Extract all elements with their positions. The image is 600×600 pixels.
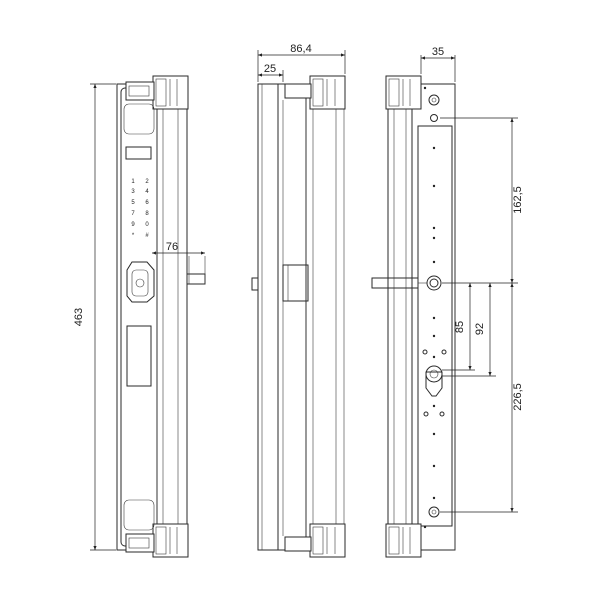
rear-screw-holes xyxy=(422,86,447,529)
front-top-bracket xyxy=(125,75,189,110)
key-star[interactable]: * xyxy=(132,233,135,239)
key-9[interactable]: 9 xyxy=(131,222,135,228)
front-view: 1 2 3 4 5 6 7 8 9 0 * # xyxy=(73,75,206,558)
svg-text:92: 92 xyxy=(474,323,486,335)
front-lock-body xyxy=(116,83,188,551)
front-upper-cap xyxy=(123,103,155,135)
front-lower-cap xyxy=(123,499,155,531)
dim-center-to-cylinder-92: 92 xyxy=(474,283,492,376)
key-8[interactable]: 8 xyxy=(145,211,149,217)
side-door-face xyxy=(257,83,279,551)
rear-handle-spindle xyxy=(371,275,442,291)
side-top-bracket xyxy=(284,75,346,110)
dim-handle-projection: 76 xyxy=(152,241,205,255)
side-bottom-bracket xyxy=(284,523,346,558)
svg-text:86,4: 86,4 xyxy=(290,43,311,55)
front-bottom-bracket xyxy=(125,523,189,558)
svg-text:25: 25 xyxy=(264,63,276,75)
side-view: 86,4 25 xyxy=(251,43,346,558)
rear-cylinder xyxy=(425,365,443,397)
svg-text:463: 463 xyxy=(73,308,85,326)
key-4[interactable]: 4 xyxy=(145,189,149,195)
svg-text:35: 35 xyxy=(432,46,444,58)
key-6[interactable]: 6 xyxy=(145,200,149,206)
rear-view: 35 162,5 85 92 226,5 xyxy=(371,46,524,558)
rear-handle-bar xyxy=(371,277,419,289)
key-2[interactable]: 2 xyxy=(145,179,149,185)
key-0[interactable]: 0 xyxy=(145,222,149,228)
rear-top-bracket xyxy=(385,75,422,110)
dim-total-height: 463 xyxy=(73,83,116,551)
rear-body xyxy=(387,83,413,551)
dim-side-depth: 86,4 xyxy=(257,43,346,82)
svg-text:76: 76 xyxy=(166,241,178,253)
key-1[interactable]: 1 xyxy=(131,179,135,185)
dim-center-to-cylinder-85: 85 xyxy=(454,283,472,370)
rear-bottom-bracket xyxy=(385,523,422,558)
key-5[interactable]: 5 xyxy=(131,200,135,206)
front-handle-bar xyxy=(186,256,206,285)
side-body xyxy=(277,83,307,551)
side-handle-box xyxy=(251,264,309,302)
front-display xyxy=(125,146,152,160)
svg-text:85: 85 xyxy=(454,321,466,333)
dim-top-to-center: 162,5 xyxy=(510,118,524,283)
key-3[interactable]: 3 xyxy=(131,189,135,195)
dim-center-to-bottom: 226,5 xyxy=(510,283,524,512)
dim-rear-width: 35 xyxy=(420,46,456,82)
key-hash[interactable]: # xyxy=(145,233,149,239)
fingerprint-reader[interactable] xyxy=(126,261,155,303)
dim-side-offset: 25 xyxy=(258,63,284,82)
rear-plate-inner xyxy=(417,125,453,527)
svg-text:162,5: 162,5 xyxy=(512,186,524,214)
front-keypad: 1 2 3 4 5 6 7 8 9 0 * # xyxy=(131,179,149,239)
key-7[interactable]: 7 xyxy=(131,211,135,217)
front-lower-slot xyxy=(126,325,152,387)
svg-text:226,5: 226,5 xyxy=(512,383,524,411)
